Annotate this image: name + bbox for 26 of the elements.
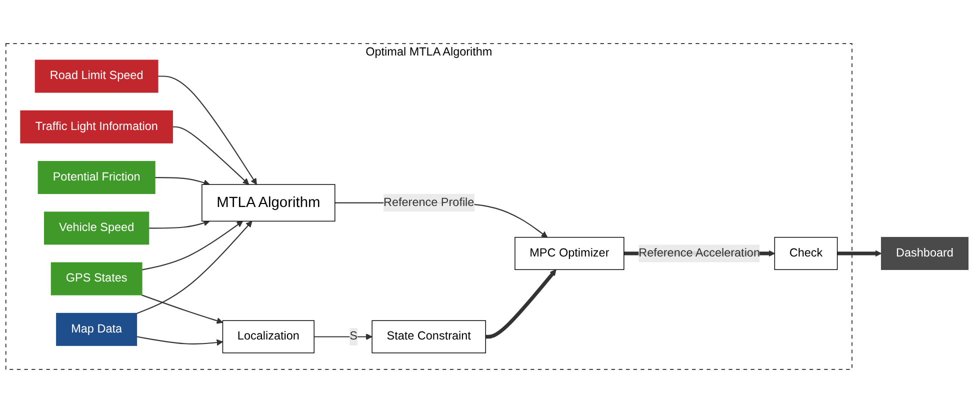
arrow xyxy=(148,220,210,229)
node-box: GPS States xyxy=(50,262,142,296)
node-box: MTLA Algorithm xyxy=(202,184,336,222)
node-box: Check xyxy=(774,236,838,270)
arrow xyxy=(172,126,250,185)
arrow xyxy=(314,334,372,340)
edge-label: Reference Profile xyxy=(383,196,474,209)
arrow xyxy=(486,269,556,339)
arrow xyxy=(141,294,224,324)
node-box: Dashboard xyxy=(880,236,968,270)
arrow xyxy=(837,250,882,257)
node-box: Localization xyxy=(222,320,314,354)
node-box: Road Limit Speed xyxy=(34,60,158,93)
arrow xyxy=(158,76,257,185)
arrow xyxy=(136,220,252,314)
arrow xyxy=(136,336,224,346)
node-box: Vehicle Speed xyxy=(44,212,150,245)
arrow xyxy=(142,220,244,270)
node-box: Map Data xyxy=(56,312,138,346)
edge-label: Reference Acceleration xyxy=(638,246,760,260)
node-box: Potential Friction xyxy=(38,161,156,194)
node-box: Traffic Light Information xyxy=(20,110,173,144)
edge-label: S xyxy=(350,330,358,343)
node-box: State Constraint xyxy=(372,320,486,354)
node-box: MPC Optimizer xyxy=(514,236,624,270)
arrow xyxy=(154,176,210,186)
